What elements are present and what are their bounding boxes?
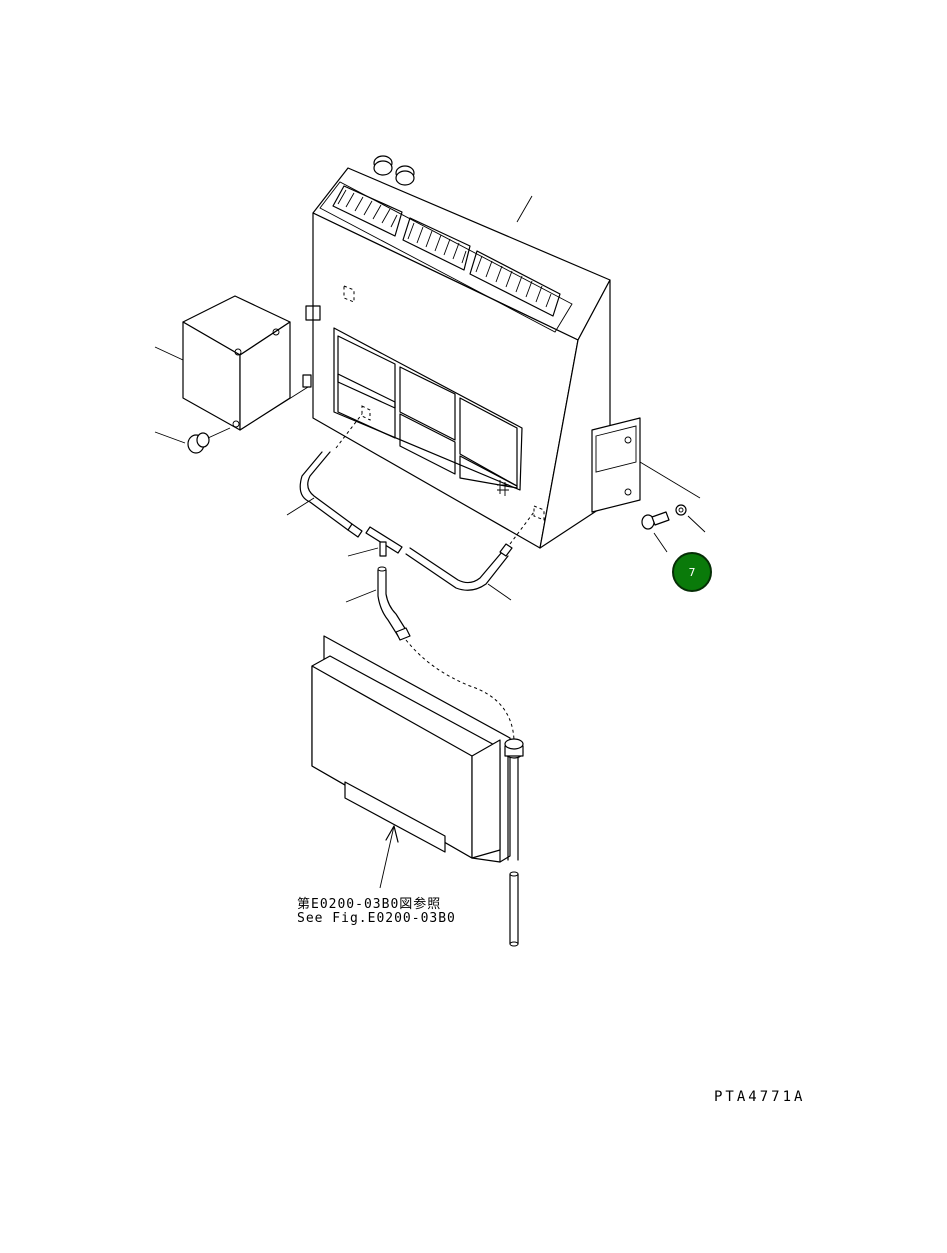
side-bracket — [591, 417, 641, 513]
part-callout-7[interactable]: 7 — [672, 552, 712, 592]
lower-unit — [311, 635, 524, 947]
reference-note-english: See Fig.E0200-03B0 — [297, 911, 456, 926]
drain-hoses — [299, 413, 535, 741]
bracket-bolt — [639, 461, 701, 530]
figure-id: PTA4771A — [714, 1089, 806, 1105]
heater-unit — [312, 155, 641, 549]
reference-note-japanese: 第E0200-03B0図参照 — [297, 897, 442, 912]
cover-box — [182, 295, 321, 431]
left-bolt — [187, 427, 231, 454]
part-callout-label: 7 — [688, 565, 696, 579]
